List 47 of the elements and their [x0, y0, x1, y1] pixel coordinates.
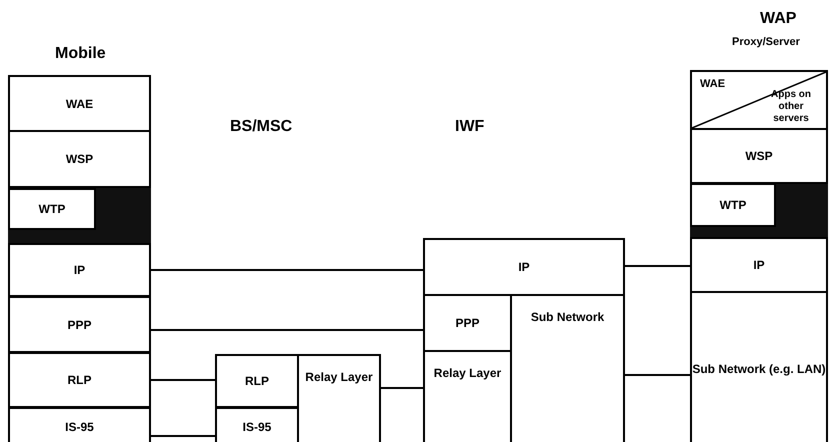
layer-label: WTP [720, 198, 746, 212]
connector-line [151, 329, 423, 331]
connector-line [625, 265, 690, 267]
layer-label: WTP [38, 202, 66, 216]
protocol-layer-box [690, 128, 828, 184]
connector-line [151, 435, 215, 437]
protocol-layer-box [297, 354, 381, 442]
layer-label: WAE [66, 96, 94, 110]
protocol-layer-box [690, 183, 776, 227]
layer-label: PPP [67, 318, 92, 332]
protocol-layer-box [690, 237, 828, 293]
layer-label: RLP [245, 374, 269, 388]
protocol-layer-box [215, 407, 299, 442]
layer-label: WAE [700, 78, 726, 90]
protocol-layer-box [423, 238, 625, 296]
protocol-layer-box [8, 296, 151, 353]
layer-label: IP [74, 263, 86, 277]
layer-label: IP [753, 258, 765, 272]
protocol-layer-box [690, 291, 828, 442]
layer-label: WSP [66, 152, 94, 166]
layer-label: IS-95 [242, 420, 272, 434]
stack-heading: Mobile [55, 45, 106, 63]
protocol-layer-box [8, 130, 151, 188]
layer-label: IS-95 [65, 420, 94, 434]
layer-label: Relay Layer [434, 366, 502, 380]
connector-line [625, 374, 690, 376]
layer-label: PPP [455, 316, 480, 330]
layer-label: Apps on other servers [770, 89, 812, 125]
protocol-layer-box [8, 407, 151, 442]
layer-label: RLP [68, 373, 92, 387]
connector-line [151, 379, 215, 381]
protocol-layer-box [8, 75, 151, 132]
protocol-layer-box [8, 188, 96, 230]
stack-heading: IWF [455, 118, 484, 136]
layer-label: Sub Network [530, 310, 604, 324]
layer-label: IP [518, 260, 530, 274]
protocol-layer-box [8, 243, 151, 297]
connector-line [381, 387, 423, 389]
stack-heading: BS/MSC [230, 118, 292, 136]
protocol-layer-box [215, 354, 299, 408]
layer-label: Sub Network (e.g. LAN) [692, 362, 826, 376]
stack-heading: Proxy/Server [732, 36, 800, 48]
stack-heading: WAP [760, 10, 796, 28]
protocol-layer-box [8, 352, 151, 408]
connector-line [151, 269, 423, 271]
layer-label: WSP [745, 149, 773, 163]
layer-label: Relay Layer [305, 370, 373, 384]
